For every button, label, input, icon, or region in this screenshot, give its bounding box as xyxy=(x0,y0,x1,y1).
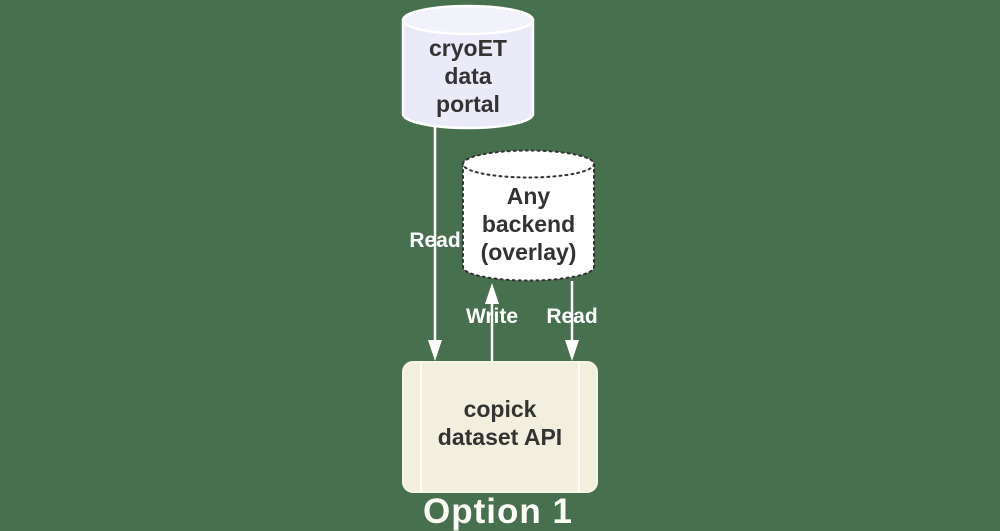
cryoet-portal-cylinder-body xyxy=(401,20,535,130)
write-arrow-api-to-backend xyxy=(485,283,499,362)
edge-label-write: Write xyxy=(465,305,519,328)
read-arrow-portal-to-api-head xyxy=(428,340,442,361)
edge-label-read-right: Read xyxy=(546,305,598,328)
diagram-caption: Option 1 xyxy=(423,492,573,531)
any-backend-cylinder-top xyxy=(462,149,595,179)
any-backend-label: Any backend (overlay) xyxy=(480,183,577,265)
cryoet-portal-cylinder-top xyxy=(401,4,535,36)
copick-api-box-rect xyxy=(402,361,598,493)
cryoet-portal-cylinder xyxy=(401,4,535,130)
read-arrow-backend-to-api xyxy=(565,281,579,361)
edge-label-read-left: Read xyxy=(409,229,461,252)
cryoet-portal-label: cryoET data portal xyxy=(429,35,507,117)
read-arrow-portal-to-api xyxy=(428,126,442,361)
any-backend-cylinder xyxy=(462,149,595,282)
copick-api-label: copick dataset API xyxy=(437,396,563,450)
any-backend-cylinder-body xyxy=(462,163,595,282)
write-arrow-api-to-backend-head xyxy=(485,283,499,304)
read-arrow-backend-to-api-head xyxy=(565,340,579,361)
copick-api-box xyxy=(402,361,598,493)
